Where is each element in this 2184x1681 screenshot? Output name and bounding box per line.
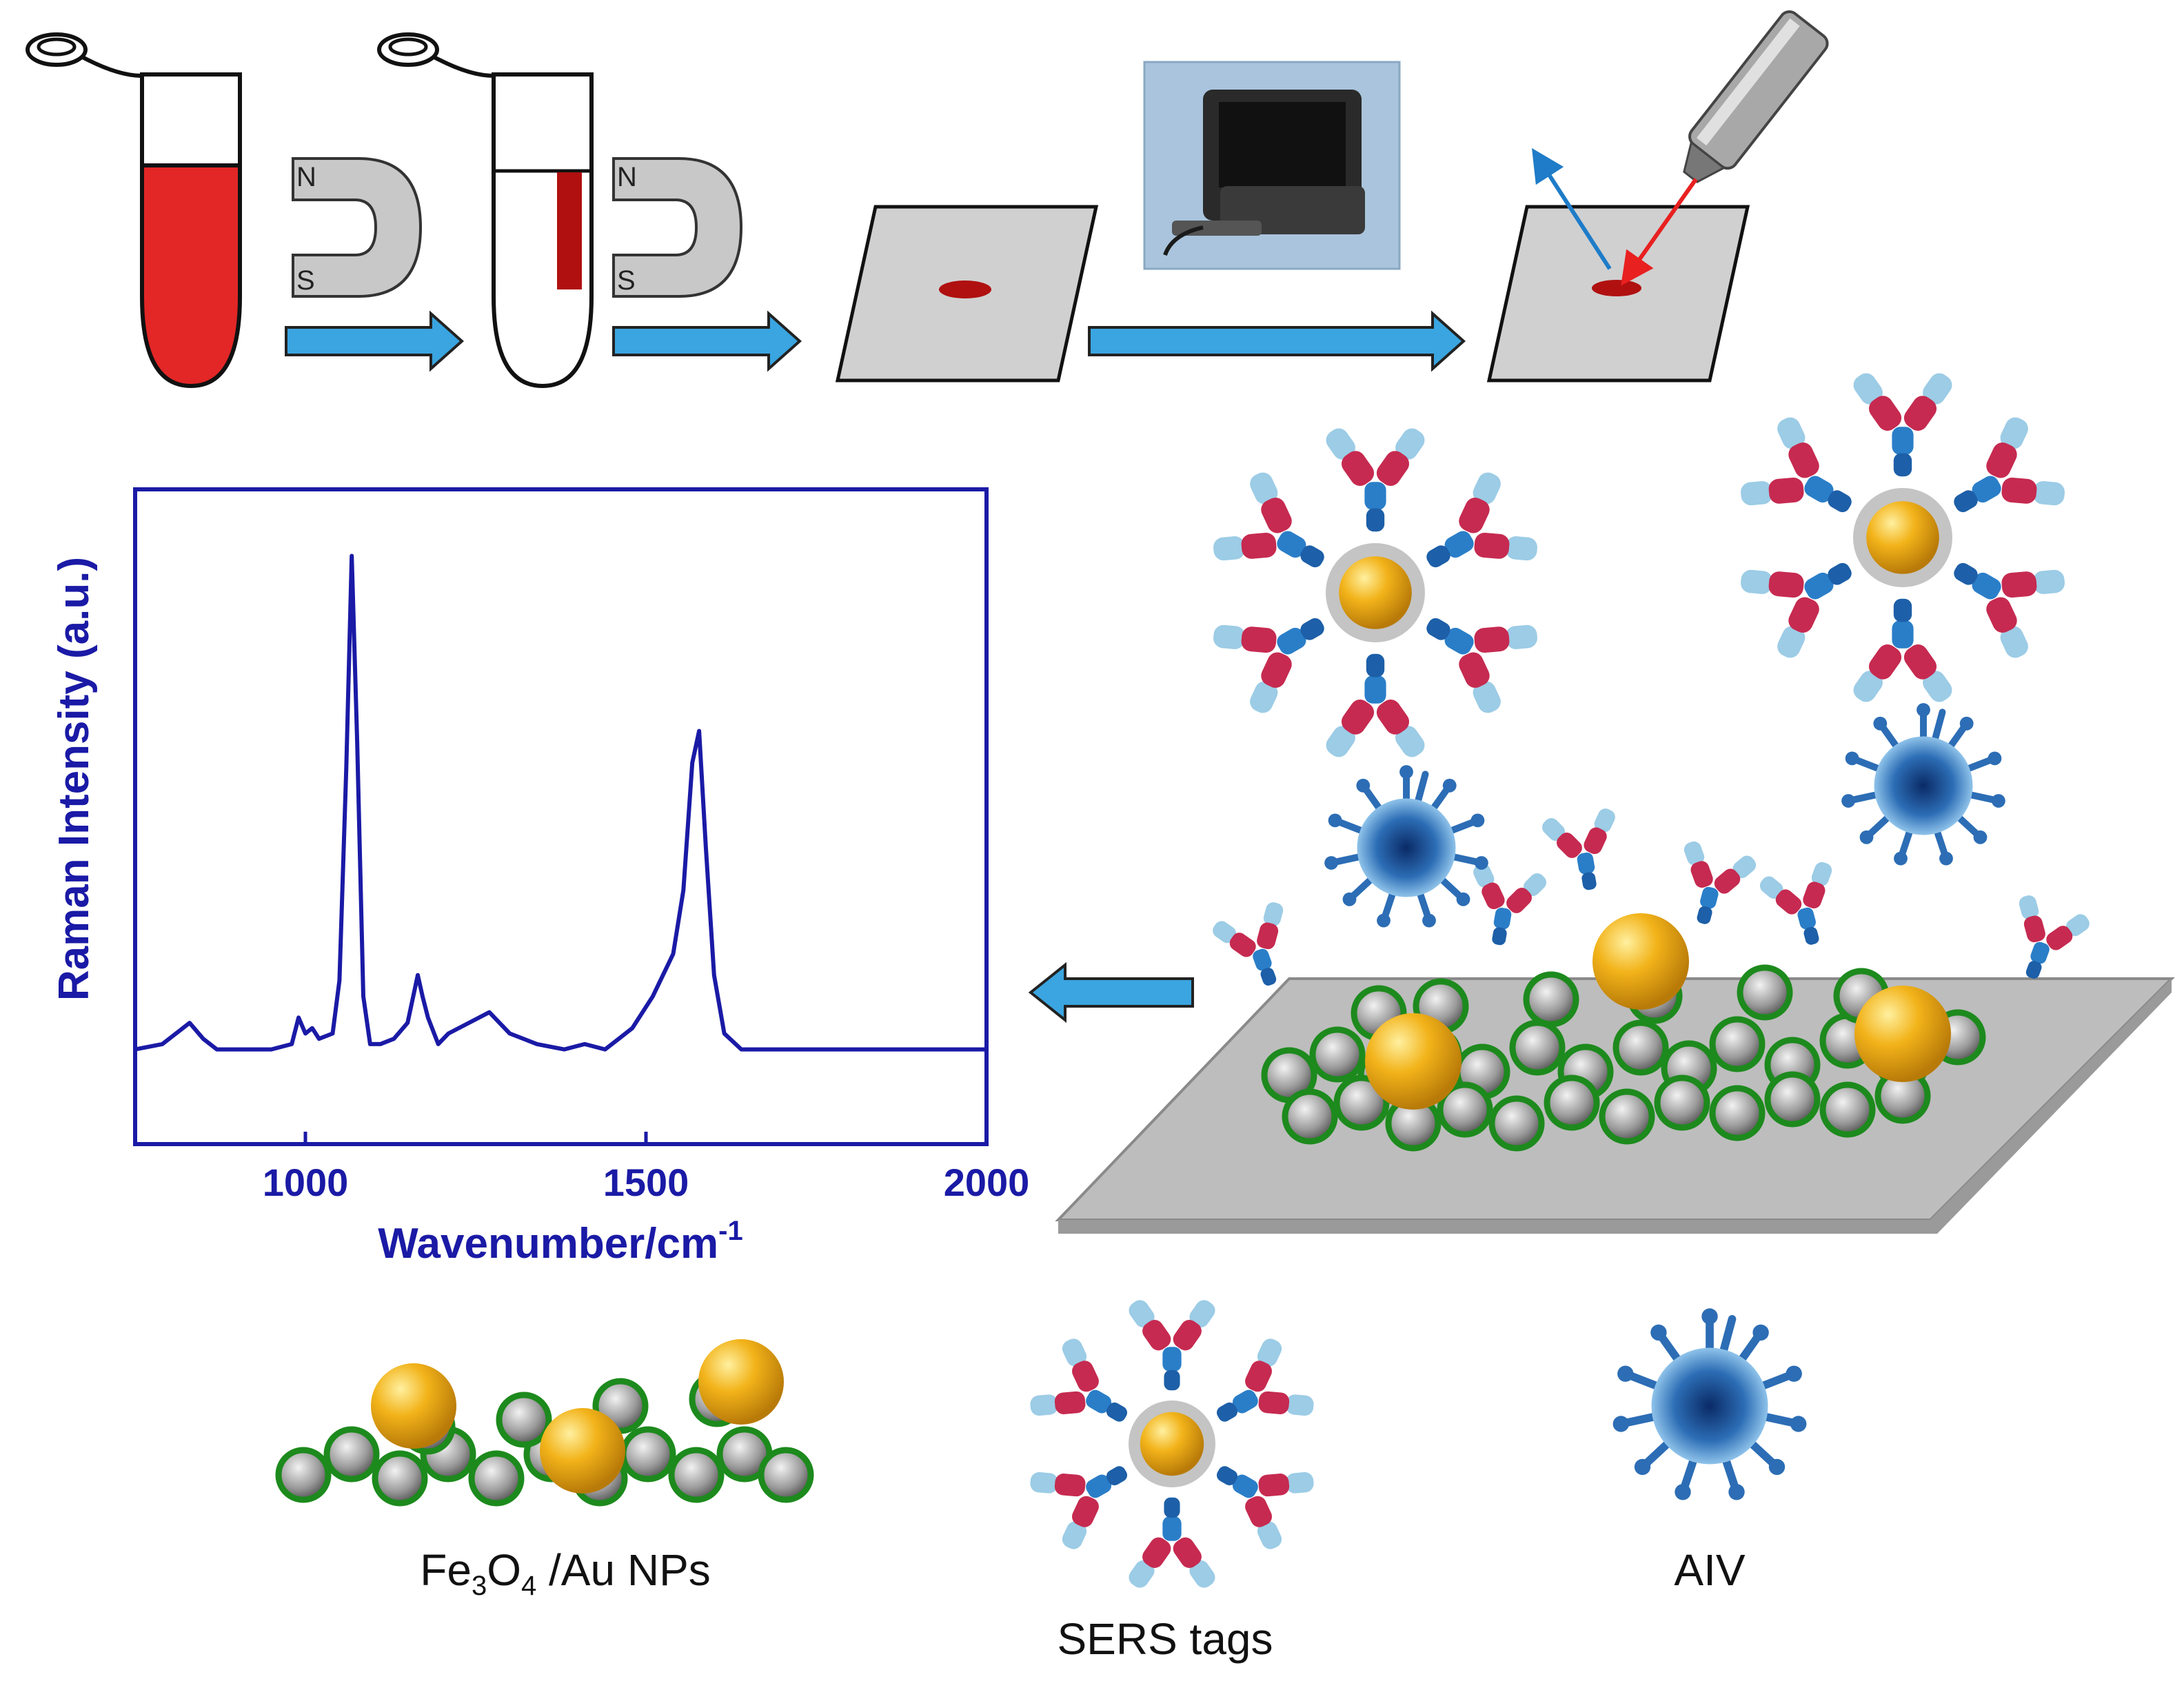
fe3o4-au-label: Fe3O4 /Au NPs [420, 1545, 711, 1601]
sandwich-immunoassay-scene [1055, 369, 2175, 1234]
legend-sers-tags: SERS tags [1020, 1296, 1323, 1664]
fe3o4-au-illustration [279, 1339, 811, 1503]
raman-spectrum-chart: 1000 1500 2000 Wavenumber/cm-1 Raman Inten… [50, 487, 1030, 1267]
sample-tube-1 [26, 32, 242, 389]
substrate-slide-1 [835, 205, 1099, 383]
sample-tube-2 [377, 32, 594, 389]
flow-arrow-2 [612, 310, 802, 372]
bound-sers-tag-1 [1202, 424, 1548, 762]
magnet-2-north-label: N [617, 162, 637, 192]
x-tick-label: 2000 [944, 1161, 1030, 1204]
scattered-light-arrow [1531, 147, 1612, 270]
spectrum-line [134, 553, 987, 1052]
magnet-2-south-label: S [617, 265, 636, 296]
portable-raman-spectrometer [1143, 61, 1401, 270]
magnet-1-south-label: S [296, 265, 315, 296]
sers-tags-label: SERS tags [1057, 1614, 1273, 1664]
legend-fe3o4-au-nps: Fe3O4 /Au NPs [279, 1339, 811, 1601]
magnet-1: N S [292, 157, 423, 298]
x-axis-label: Wavenumber/cm-1 [378, 1216, 742, 1267]
x-tick-label: 1500 [603, 1161, 689, 1204]
magnet-1-north-label: N [296, 162, 316, 192]
aiv-label: AIV [1674, 1545, 1745, 1595]
captured-virus-2 [1841, 703, 2005, 865]
x-axis-ticks: 1000 1500 2000 [263, 1132, 1030, 1204]
flow-arrow-1 [285, 310, 465, 372]
y-axis-label: Raman Intensity (a.u.) [50, 557, 98, 1001]
captured-virus-1 [1324, 765, 1488, 927]
magnet-2: N S [612, 157, 743, 298]
result-arrow [1028, 961, 1194, 1023]
flow-arrow-3 [1088, 310, 1466, 372]
legend-aiv: AIV [1613, 1308, 1807, 1595]
laser-probe [1621, 10, 1829, 286]
substrate-slide-2 [1486, 205, 1750, 383]
fe3o4-au-film [1264, 913, 1983, 1148]
x-tick-label: 1000 [263, 1161, 349, 1204]
bound-sers-tag-2 [1730, 369, 2076, 706]
plot-frame [133, 487, 989, 1146]
